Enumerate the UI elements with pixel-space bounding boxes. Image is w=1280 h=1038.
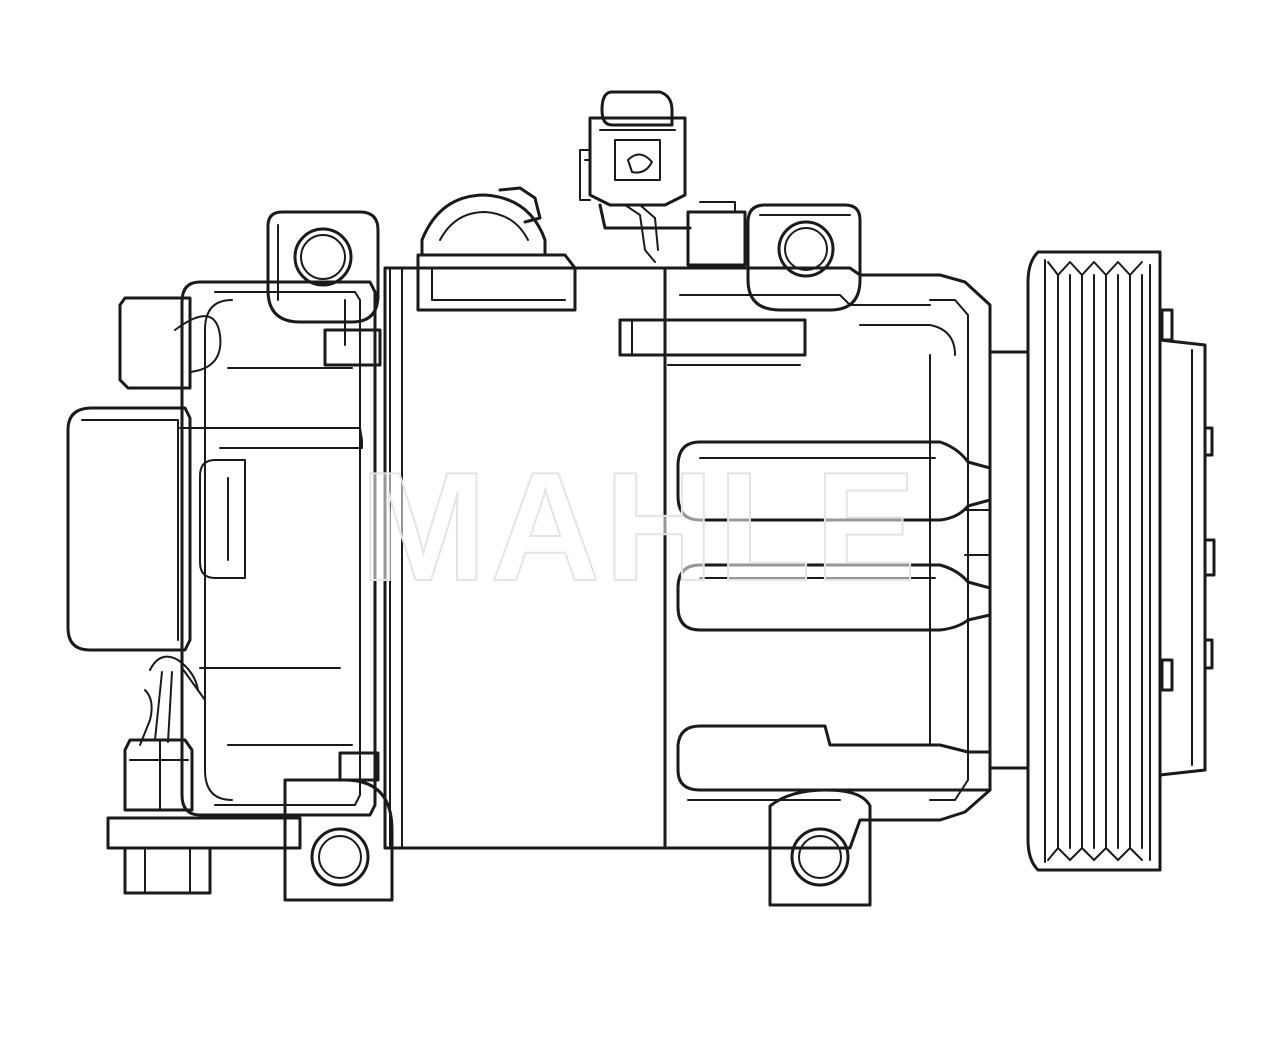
mounting-ear-top-left bbox=[266, 210, 382, 367]
pulley bbox=[1026, 250, 1162, 872]
harness-cable bbox=[139, 655, 206, 746]
rear-service-block bbox=[66, 296, 222, 652]
fin-slots bbox=[676, 440, 992, 792]
rear-housing bbox=[179, 280, 377, 817]
front-shaft-neck bbox=[988, 350, 1030, 770]
suction-port bbox=[416, 186, 577, 312]
clutch-hub bbox=[1158, 308, 1216, 777]
mounting-ear-top-right bbox=[686, 201, 862, 312]
watermark-text: MAHLE bbox=[360, 440, 920, 613]
bottom-left-connector bbox=[106, 738, 302, 895]
control-valve-connector bbox=[579, 90, 692, 263]
